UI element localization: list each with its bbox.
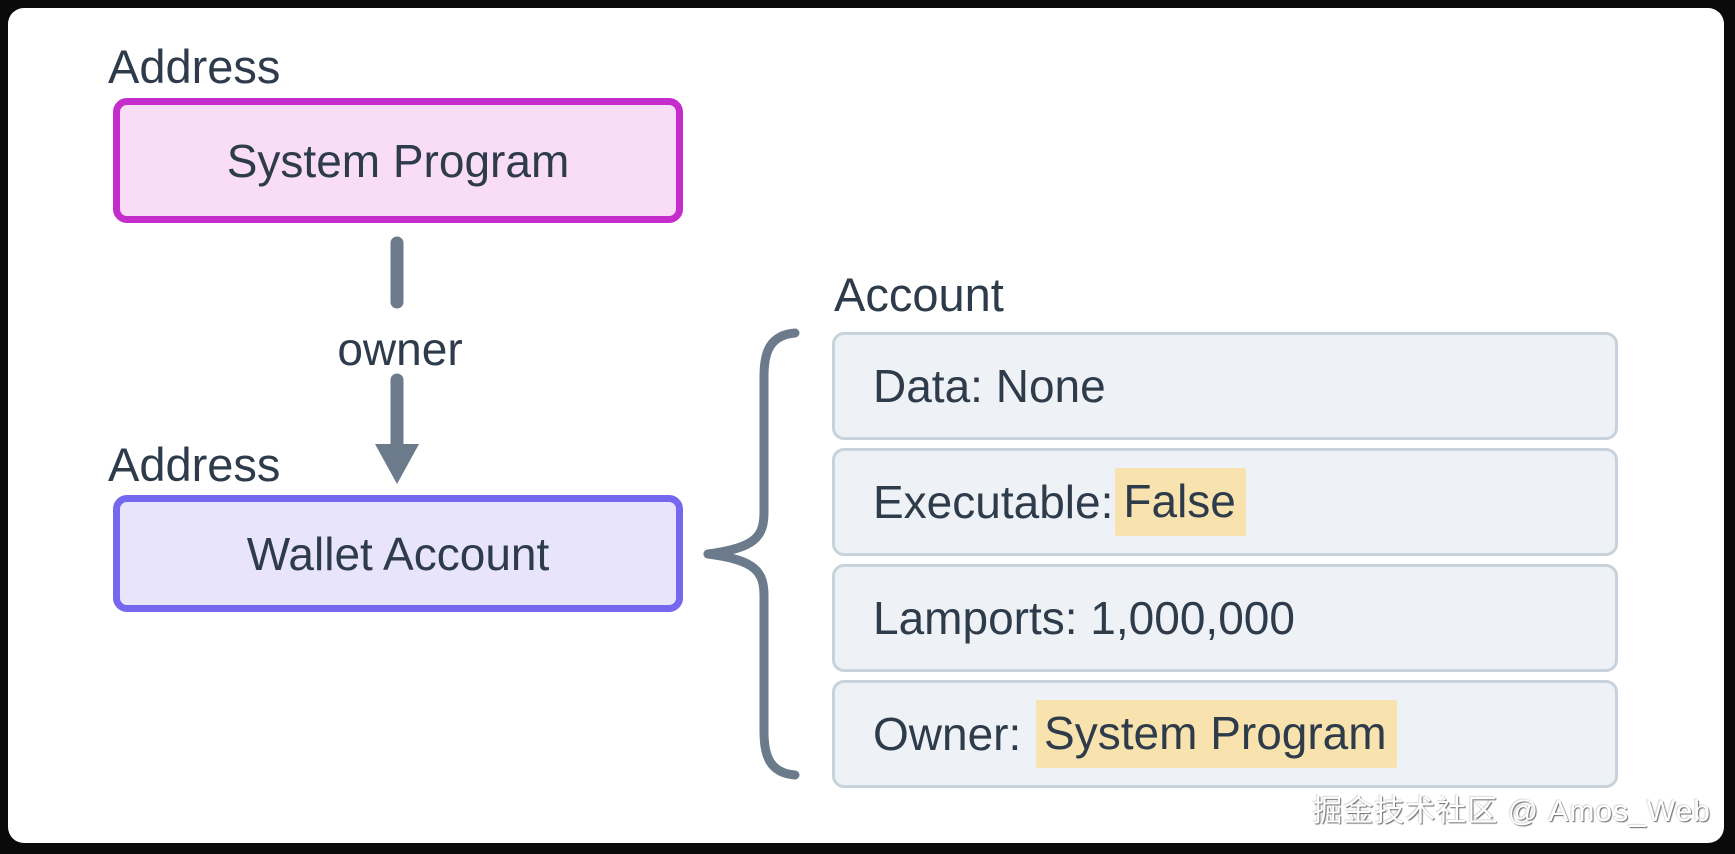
account-row-lamports: Lamports: 1,000,000: [832, 564, 1618, 672]
row-text: Owner:: [873, 708, 1035, 760]
system-program-box-label: System Program: [226, 134, 570, 187]
account-properties-list: Data: None Executable:False Lamports: 1,…: [832, 332, 1618, 788]
row-text: Executable:: [873, 476, 1114, 528]
wallet-account-box-label: Wallet Account: [246, 527, 550, 580]
watermark: 掘金技术社区 @ Amos_Web: [1312, 795, 1711, 828]
owner-arrow-label: owner: [337, 323, 463, 375]
account-row-owner: Owner: System Program: [832, 680, 1618, 788]
row-text: Lamports: 1,000,000: [873, 592, 1295, 644]
address-label-bottom: Address: [108, 438, 281, 491]
row-highlight: False: [1115, 468, 1246, 536]
account-row-executable: Executable:False: [832, 448, 1618, 556]
address-label-top: Address: [108, 40, 281, 93]
row-highlight: System Program: [1036, 700, 1397, 768]
row-text: Data: None: [873, 360, 1106, 412]
system-program-box: System Program: [113, 98, 683, 223]
account-row-data: Data: None: [832, 332, 1618, 440]
account-label: Account: [834, 268, 1004, 321]
wallet-account-box: Wallet Account: [113, 495, 683, 612]
